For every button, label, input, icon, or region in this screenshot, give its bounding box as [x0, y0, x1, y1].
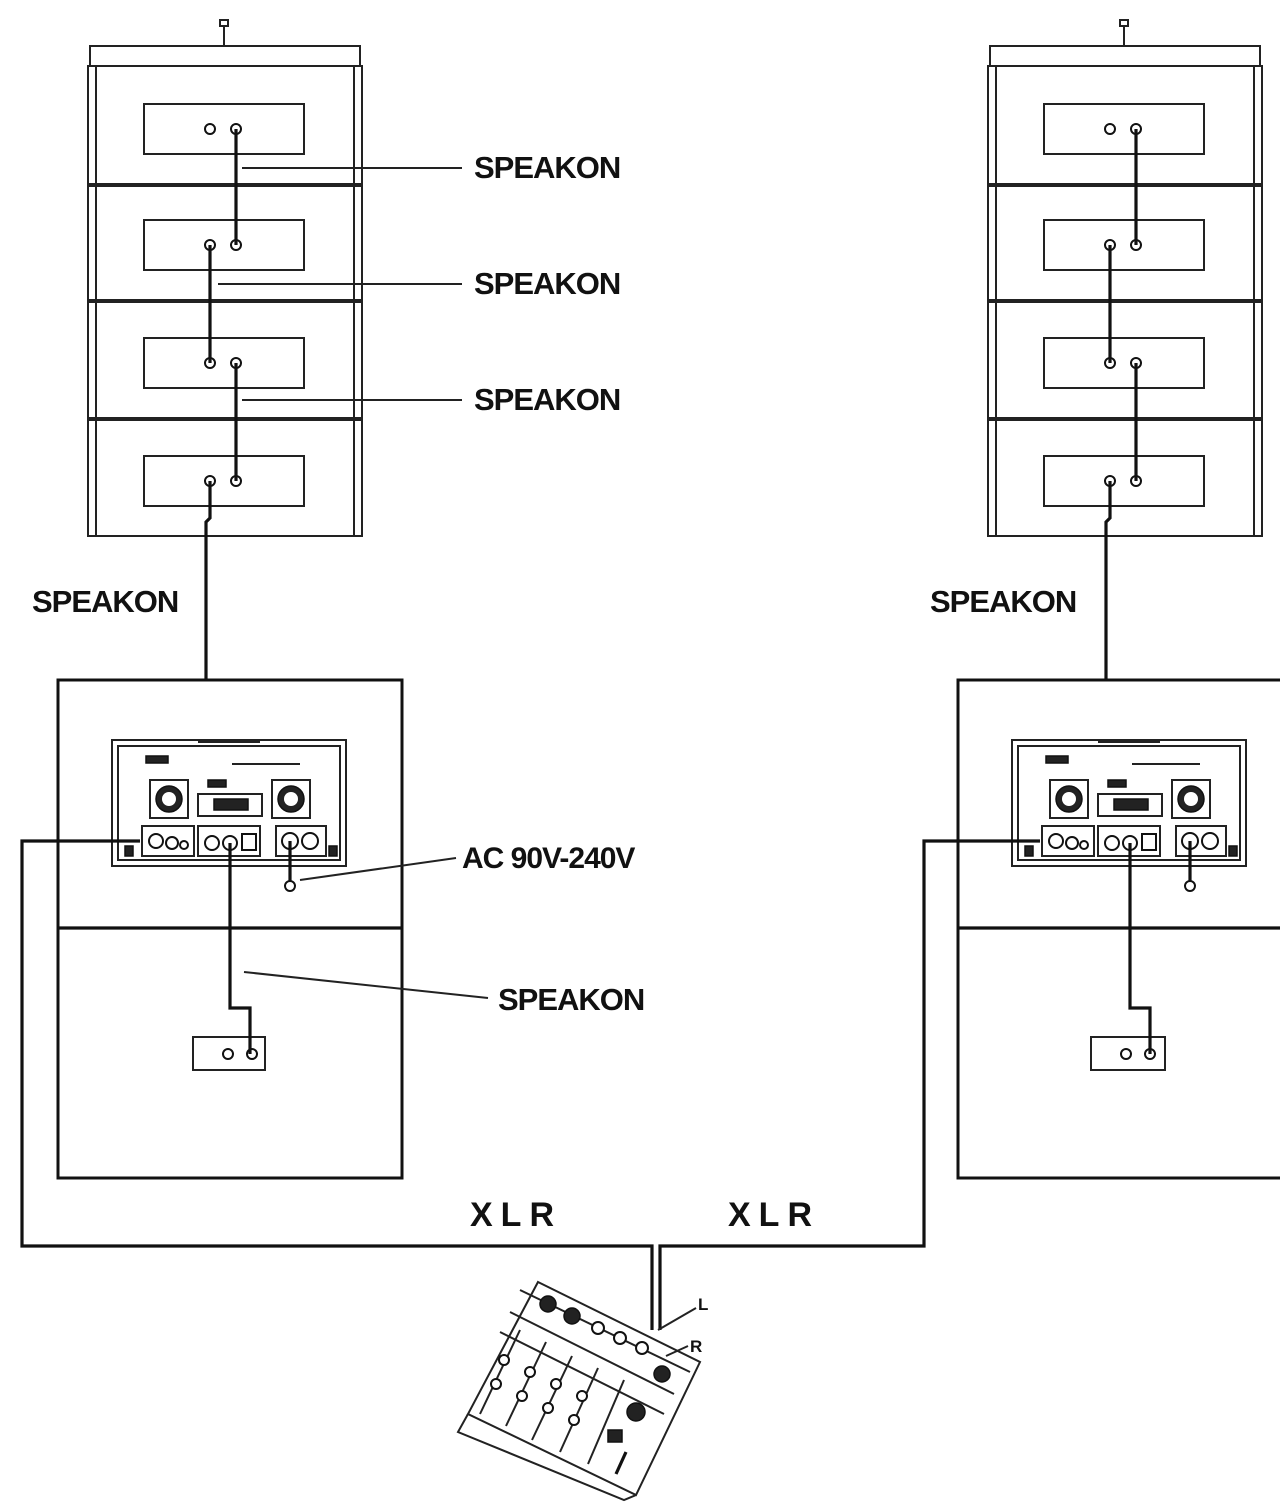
- xlr-label-right: XLR: [728, 1196, 820, 1234]
- xlr-cables: [20, 839, 1040, 1330]
- left-line-array-stack: [87, 19, 363, 835]
- speakon-label-sub: SPEAKON: [498, 982, 644, 1017]
- speakon-label-right: SPEAKON: [930, 584, 1076, 619]
- left-subwoofer: [56, 678, 404, 1180]
- xlr-label-left: XLR: [470, 1196, 562, 1234]
- right-line-array-stack: [987, 19, 1263, 835]
- speakon-label-3: SPEAKON: [474, 382, 620, 417]
- mixer-console: [456, 1280, 702, 1502]
- speakon-label-2: SPEAKON: [474, 266, 620, 301]
- speakon-label-1: SPEAKON: [474, 150, 620, 185]
- label-leaders: [218, 167, 489, 999]
- ac-power-label: AC 90V-240V: [462, 842, 635, 875]
- left-channel-label: L: [698, 1295, 708, 1314]
- right-channel-label: R: [690, 1337, 702, 1356]
- speakon-label-left: SPEAKON: [32, 584, 178, 619]
- right-subwoofer: [956, 678, 1280, 1180]
